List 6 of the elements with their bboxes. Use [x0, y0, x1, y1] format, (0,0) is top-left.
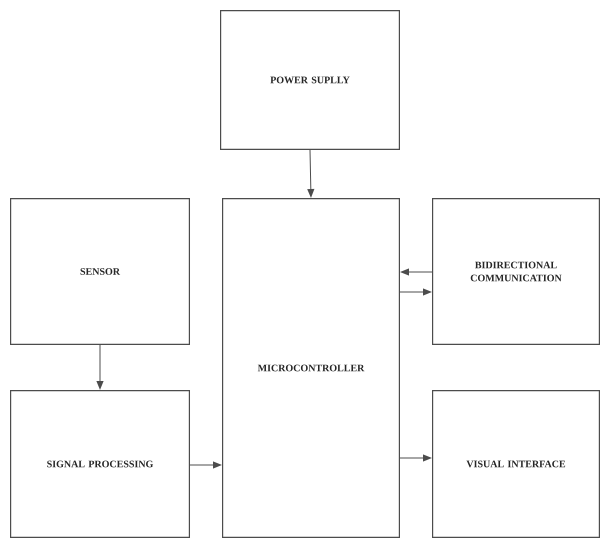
block-box: POWER SUPLLY	[220, 10, 400, 150]
block-box: BIDIRECTIONAL COMMUNICATION	[432, 198, 600, 345]
block-box: VISUAL INTERFACE	[432, 390, 600, 538]
block-box: MICROCONTROLLER	[222, 198, 400, 538]
block-box: SENSOR	[10, 198, 190, 345]
block-box: SIGNAL PROCESSING	[10, 390, 190, 538]
